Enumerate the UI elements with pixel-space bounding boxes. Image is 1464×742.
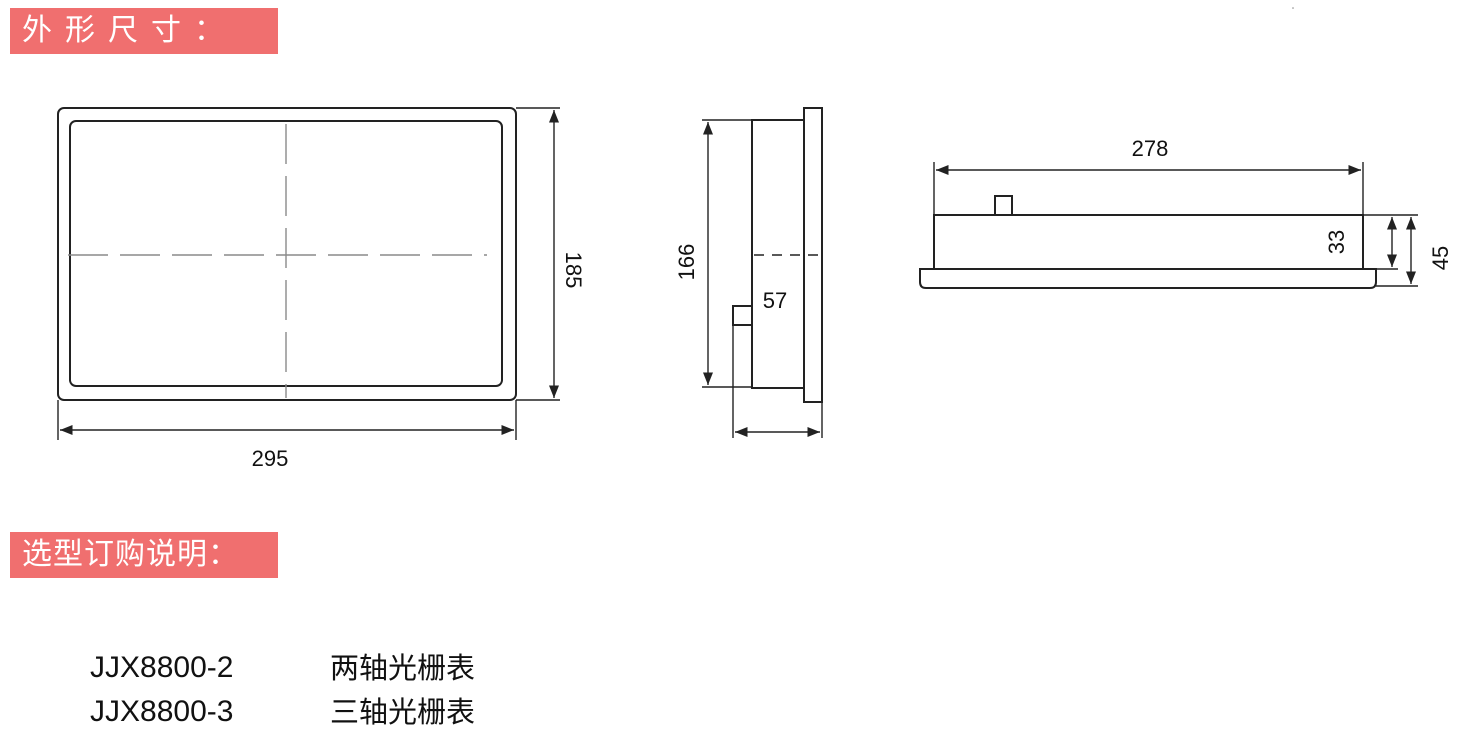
top-total-depth-label: 45 (1428, 246, 1453, 270)
top-width-label: 278 (1132, 136, 1169, 161)
model-description: 三轴光栅表 (330, 695, 476, 729)
side-bezel (803, 107, 823, 403)
top-body (933, 214, 1364, 270)
front-width-label: 295 (252, 446, 289, 471)
model-code: JJX8800-3 (90, 695, 234, 728)
side-connector (732, 305, 753, 326)
front-view (57, 107, 560, 440)
model-description: 两轴光栅表 (330, 651, 476, 685)
front-height-label: 185 (561, 252, 586, 289)
model-row: JJX8800-3 三轴光栅表 (90, 690, 475, 734)
side-view (702, 107, 823, 438)
model-code: JJX8800-2 (90, 651, 234, 684)
top-bezel (919, 268, 1377, 289)
dimensions-heading: 外形尺寸： (10, 8, 278, 54)
top-connector (994, 195, 1013, 216)
corner-speck (1292, 7, 1294, 9)
model-list: JJX8800-2 两轴光栅表 JJX8800-3 三轴光栅表 (90, 646, 475, 734)
top-view (919, 162, 1418, 289)
side-body (751, 119, 804, 389)
side-height-label: 166 (674, 244, 699, 281)
top-body-depth-label: 33 (1324, 230, 1349, 254)
front-outer-frame (57, 107, 517, 401)
side-depth-label: 57 (763, 288, 787, 313)
ordering-heading: 选型订购说明： (10, 532, 278, 578)
model-row: JJX8800-2 两轴光栅表 (90, 646, 475, 690)
